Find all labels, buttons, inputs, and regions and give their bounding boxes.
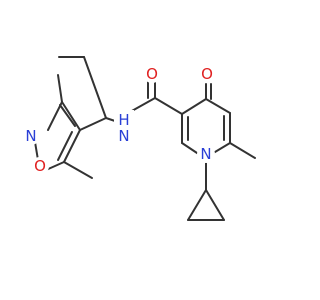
bond — [59, 104, 76, 127]
bond — [187, 189, 207, 221]
isoxazole-oxygen: O — [31, 157, 49, 175]
carbonyl-oxygen: O — [143, 65, 161, 83]
atom-label: O — [34, 157, 46, 175]
bond — [229, 142, 256, 159]
atom-label: O — [201, 65, 213, 83]
bond — [205, 98, 231, 114]
bond — [57, 131, 73, 161]
bond — [61, 101, 81, 131]
bond — [79, 117, 107, 131]
isoxazole-nitrogen: N — [22, 127, 40, 145]
ring-nitrogen: N — [197, 145, 215, 163]
bond — [63, 161, 93, 179]
ketone-oxygen: O — [198, 65, 216, 83]
atom-label: N — [25, 127, 36, 145]
bond — [181, 98, 207, 115]
atom-label: O — [146, 65, 158, 83]
bonds — [34, 56, 256, 221]
bond — [63, 129, 81, 163]
bond — [205, 189, 225, 221]
bond — [57, 74, 63, 103]
bond — [154, 97, 183, 115]
atom-label: N — [200, 145, 211, 163]
bond — [83, 56, 107, 119]
bond — [129, 97, 156, 113]
bond — [34, 141, 39, 161]
bond — [45, 161, 65, 171]
bond — [181, 142, 201, 156]
bond — [47, 101, 63, 131]
